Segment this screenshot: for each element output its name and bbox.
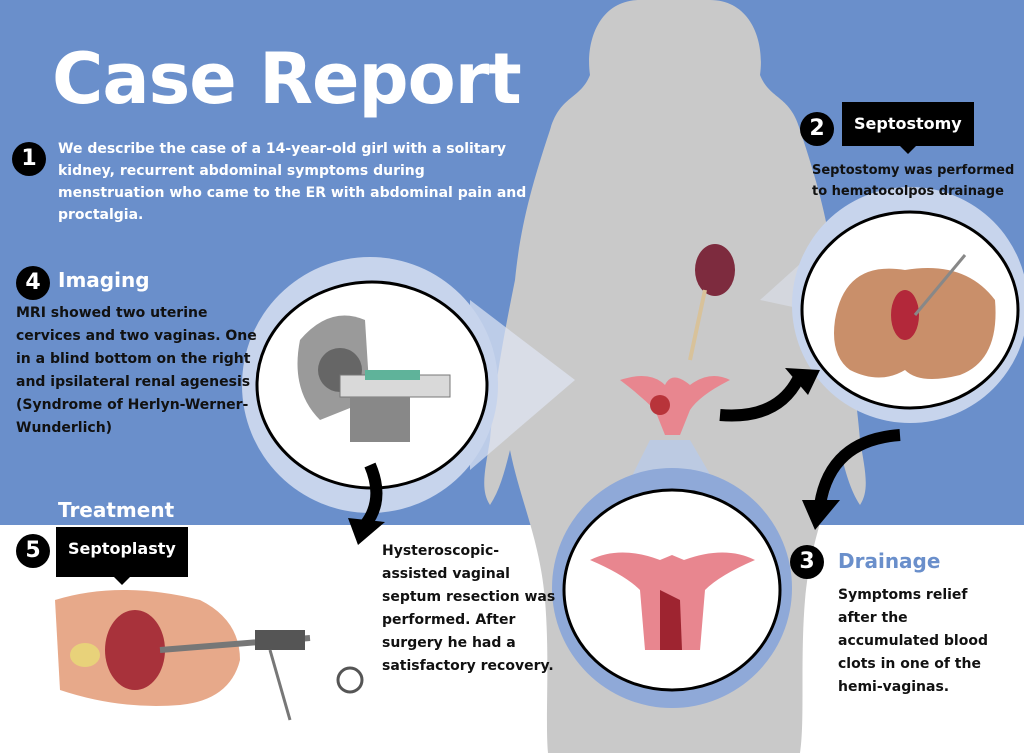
step-1-badge: 1 xyxy=(12,142,46,176)
step-5-badge: 5 xyxy=(16,534,50,568)
step-4-badge: 4 xyxy=(16,266,50,300)
step-3-text: Symptoms relief after the accumulated bl… xyxy=(838,587,988,695)
drainage-heading: Drainage xyxy=(838,549,941,573)
uterus-icon xyxy=(620,376,730,435)
septostomy-tag: Septostomy xyxy=(842,102,974,154)
imaging-heading: Imaging xyxy=(58,268,150,292)
kidney-icon xyxy=(695,244,735,296)
step-4-text: MRI showed two uterine cervices and two … xyxy=(16,305,257,436)
step-1-text: We describe the case of a 14-year-old gi… xyxy=(58,141,527,223)
mri-scanner-icon xyxy=(297,315,451,442)
septoplasty-tag: Septoplasty xyxy=(56,527,188,585)
treatment-heading: Treatment xyxy=(58,498,175,522)
step-5-text: Hysteroscopic-assisted vaginal septum re… xyxy=(382,543,556,674)
step-2-badge: 2 xyxy=(800,112,834,146)
arrow-to-drainage xyxy=(814,429,901,507)
page-title: Case Report xyxy=(52,38,522,120)
step-2-text: Septostomy was performed to hematocolpos… xyxy=(812,163,1015,199)
arrow-to-septostomy xyxy=(719,372,806,422)
septoplasty-illustration xyxy=(55,590,364,721)
step-3-badge: 3 xyxy=(790,545,824,579)
